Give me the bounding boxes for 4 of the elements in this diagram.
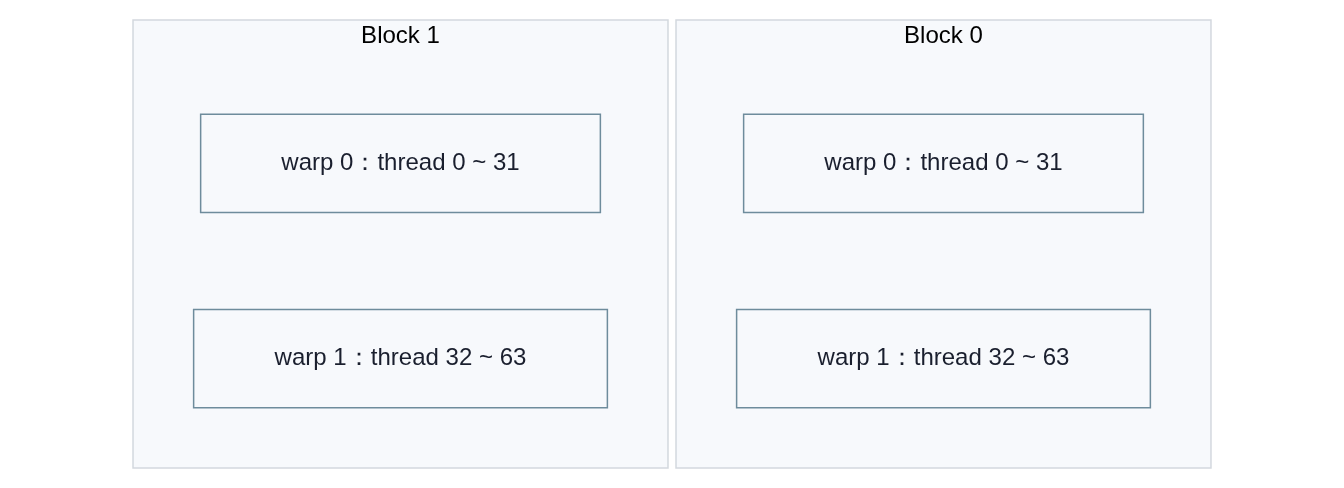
node-box: warp 1：thread 32 ~ 63 <box>735 308 1152 409</box>
node-box: warp 0：thread 0 ~ 31 <box>199 113 602 214</box>
node-box: warp 1：thread 32 ~ 63 <box>192 308 609 409</box>
node-box: warp 0：thread 0 ~ 31 <box>742 113 1145 214</box>
